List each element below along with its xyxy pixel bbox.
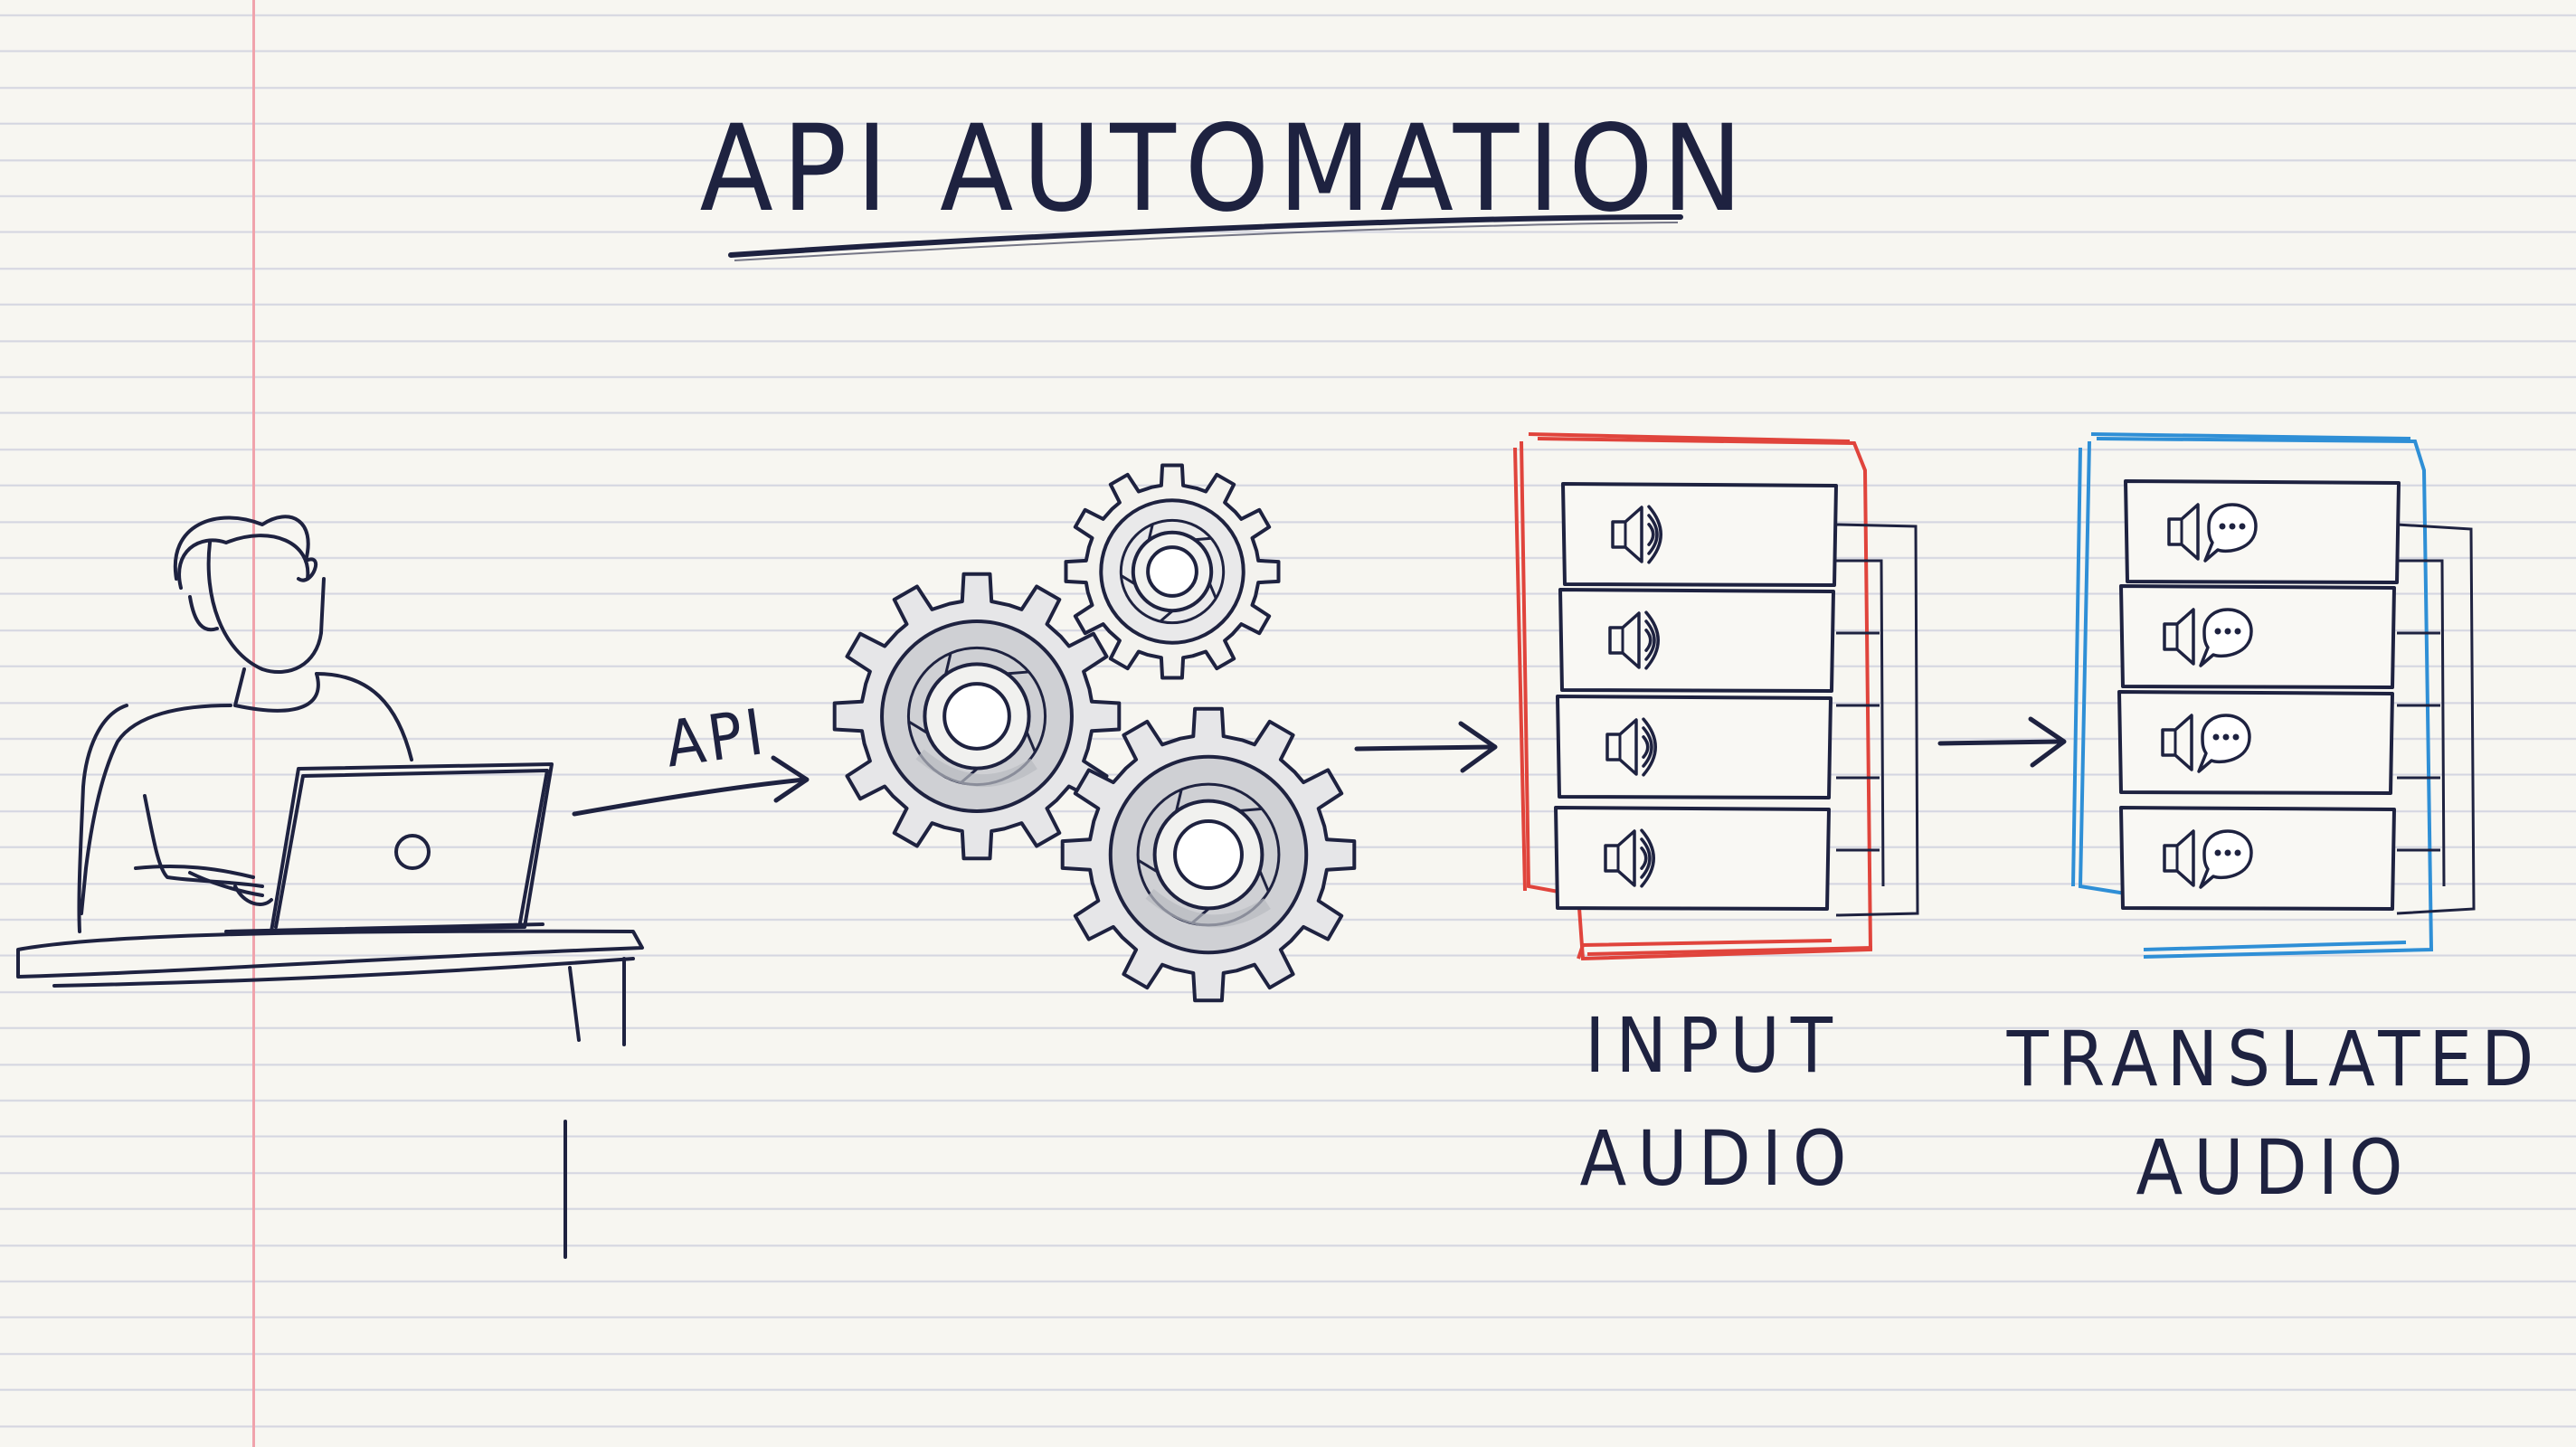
translated-audio-stack: TRANSLATED AUDIO: [2006, 432, 2543, 1212]
translated-audio-item: [2119, 806, 2396, 911]
output-label-line2: AUDIO: [2136, 1123, 2414, 1212]
speaker-icon: [1608, 610, 1660, 670]
input-audio-item: [1558, 588, 1835, 693]
gear-top-right: [1064, 463, 1281, 680]
arrow-to-output: [1937, 739, 2063, 746]
input-label-line2: AUDIO: [1580, 1114, 1858, 1203]
title-group: API AUTOMATION: [700, 99, 1742, 261]
speaker-icon: [1604, 828, 1655, 888]
speech-bubble-speaker-icon: [2161, 714, 2251, 773]
translated-audio-item: [2117, 690, 2394, 795]
input-stack-back-pages: [1835, 523, 1919, 917]
person-head: [173, 515, 326, 675]
input-audio-item: [1554, 806, 1831, 911]
desk: [16, 929, 644, 1259]
margin-line: [252, 0, 255, 1447]
speech-bubble-speaker-icon: [2163, 829, 2253, 889]
output-stack-back-pages: [2396, 523, 2476, 915]
input-stack-outline: [1513, 432, 1873, 961]
speaker-icon: [1605, 717, 1657, 777]
input-audio-item: [1556, 695, 1833, 799]
speech-bubble-speaker-icon: [2167, 503, 2258, 563]
speaker-icon: [1611, 505, 1662, 564]
gear-bottom-right: [1060, 706, 1357, 1003]
translated-audio-item: [2119, 584, 2396, 689]
person-torso: [77, 667, 413, 933]
api-arrow: [572, 777, 808, 817]
output-stack-outline: [2071, 432, 2434, 959]
api-label: API: [661, 695, 772, 782]
person-at-laptop: [16, 515, 644, 1259]
input-audio-item: [1561, 482, 1838, 587]
arrow-to-input: [1354, 744, 1495, 752]
laptop: [224, 762, 554, 933]
gear-large-left: [832, 572, 1122, 861]
speech-bubble-speaker-icon: [2163, 608, 2253, 667]
input-audio-stack: INPUT AUDIO: [1513, 432, 1919, 1203]
translated-audio-item: [2124, 479, 2401, 584]
gears-group: [832, 463, 1357, 1003]
output-label-line1: TRANSLATED: [2006, 1015, 2543, 1103]
input-label-line1: INPUT: [1585, 1001, 1843, 1090]
title-underline: [728, 214, 1683, 258]
api-arrow-group: API: [572, 695, 810, 817]
